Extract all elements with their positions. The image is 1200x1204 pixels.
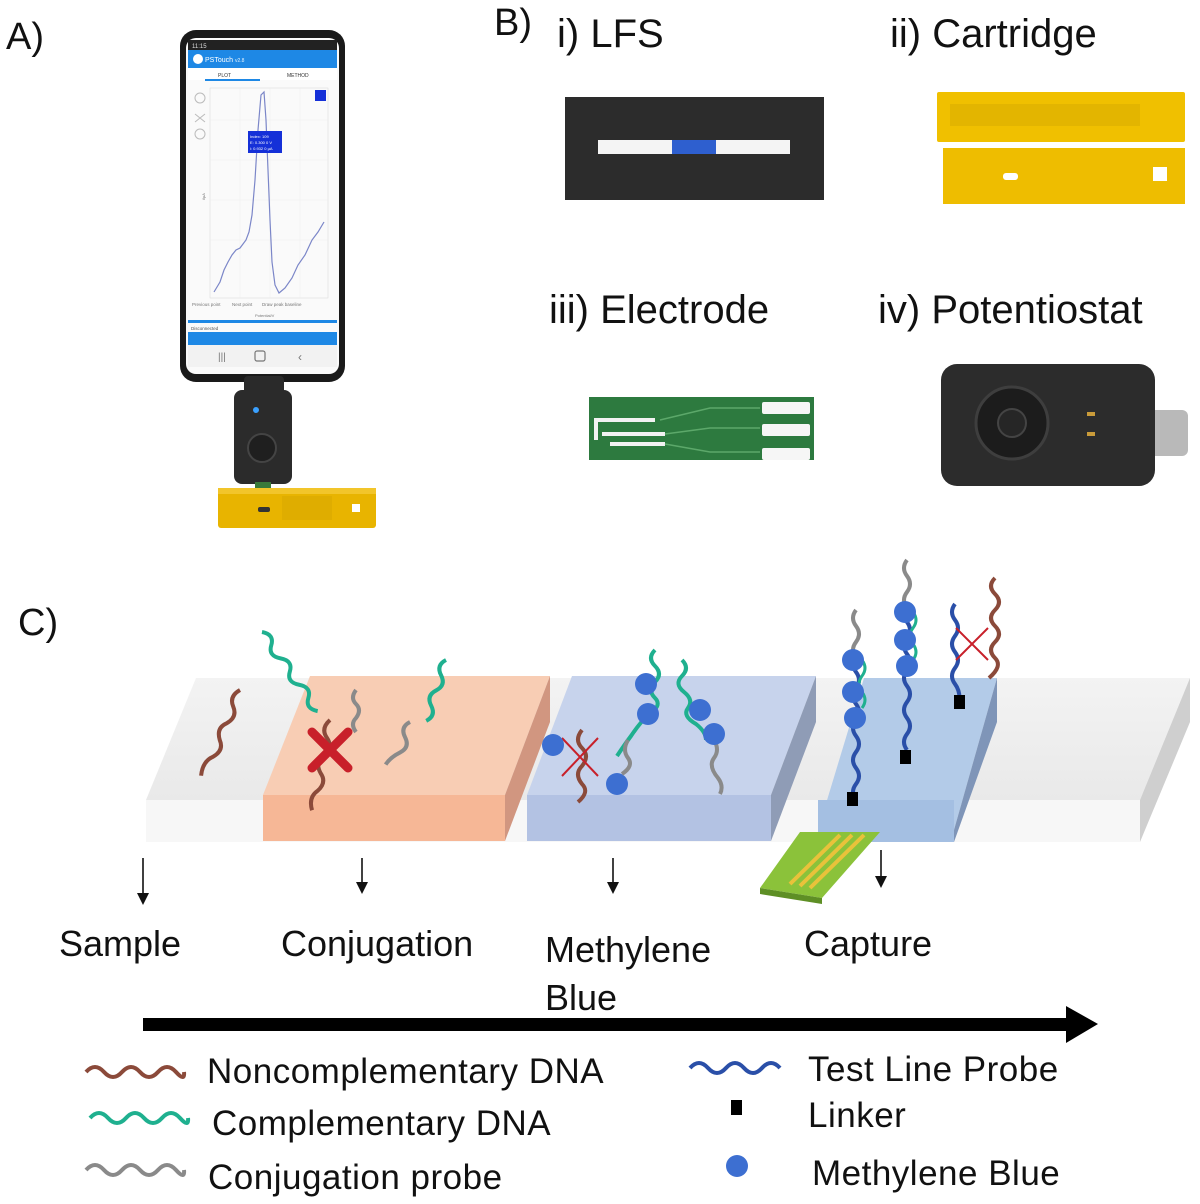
voltammogram-trace	[213, 90, 325, 294]
electrode-title: iii) Electrode	[549, 288, 770, 332]
potentiostat-title: iv) Potentiostat	[878, 288, 1143, 332]
phone-xlabel: Potential/V	[255, 313, 275, 318]
lfs-title: i) LFS	[557, 12, 664, 56]
stage-label-conjugation: Conjugation	[281, 923, 474, 964]
cartridge-title: ii) Cartridge	[890, 12, 1097, 56]
mb-pad-front	[527, 795, 771, 841]
cartridge-photo	[937, 92, 1185, 204]
series-color-swatch	[315, 90, 326, 101]
potentiostat-photo	[941, 364, 1188, 486]
svg-text:E: 0.300 0 V: E: 0.300 0 V	[250, 140, 272, 145]
mb-molecule	[542, 734, 564, 756]
stage-label-sample: Sample	[59, 923, 182, 964]
stage-label-mb: Methylene Blue	[545, 929, 712, 1018]
electrode-photo	[589, 397, 814, 460]
svg-text:Index: 109: Index: 109	[250, 134, 269, 139]
stage-label-capture: Capture	[804, 923, 933, 964]
conjugation-pad-front	[263, 795, 505, 841]
phone-status-time: 11:15	[192, 44, 207, 50]
settings-icon[interactable]	[194, 128, 206, 140]
panel-c-label: C)	[18, 602, 59, 644]
dna-noncomp-mb	[576, 728, 588, 804]
data-tooltip	[248, 131, 282, 153]
strip-end-face	[1140, 678, 1190, 842]
legend-swatch-test-probe	[688, 1061, 782, 1075]
dna-comp-mb-2	[676, 658, 708, 741]
app-name: PSTouch	[205, 57, 233, 64]
panel-b-label: B)	[494, 2, 532, 44]
legend-swatch-linker	[731, 1100, 742, 1115]
legend-swatch-mb	[726, 1155, 748, 1177]
app-version: v2.8	[235, 58, 245, 64]
next-point-button[interactable]: Next point	[232, 302, 253, 307]
legend-label-noncomp: Noncomplementary DNA	[207, 1052, 605, 1091]
dna-comp-mb	[615, 648, 661, 758]
legend-label-test-probe: Test Line Probe	[808, 1050, 1059, 1089]
cross-line-icon	[955, 627, 989, 661]
nav-home-icon[interactable]	[254, 350, 266, 362]
legend-label-mb: Methylene Blue	[812, 1154, 1061, 1193]
connection-status: Disconnected	[191, 326, 219, 331]
nav-back-icon[interactable]: ‹	[298, 350, 302, 364]
cross-icon	[307, 727, 353, 773]
tab-plot[interactable]: PLOT	[218, 73, 231, 79]
legend-label-comp: Complementary DNA	[212, 1104, 552, 1143]
dna-comp-conj	[425, 658, 448, 723]
svg-text:i: 0.932 0 µA: i: 0.932 0 µA	[250, 146, 273, 151]
mb-molecule	[637, 703, 659, 725]
mb-molecule	[703, 723, 725, 745]
legend-label-linker: Linker	[808, 1096, 907, 1135]
connect-bar[interactable]	[188, 332, 337, 345]
tab-method[interactable]: METHOD	[287, 73, 309, 79]
mb-molecule	[689, 699, 711, 721]
zoom-icon[interactable]	[194, 92, 206, 104]
prev-point-button[interactable]: Previous point	[192, 302, 221, 307]
legend-swatch-noncomp	[84, 1065, 187, 1079]
legend-swatch-probe	[84, 1163, 187, 1177]
capture-complex-1	[842, 608, 867, 806]
nav-recents-icon[interactable]: |||	[218, 352, 226, 363]
electrode-sketch	[760, 832, 880, 904]
app-logo-icon	[193, 54, 203, 64]
dna-noncomp-sample	[199, 688, 242, 776]
phone-plot-area	[209, 87, 329, 299]
dna-probe-conj-2	[383, 720, 412, 766]
draw-baseline-button[interactable]: Draw peak baseline	[262, 302, 302, 307]
mb-molecule	[606, 773, 628, 795]
cross-line-icon	[561, 737, 599, 777]
dna-comp-sample	[261, 630, 319, 714]
mb-molecule	[635, 673, 657, 695]
phone-ylabel: i/µA	[201, 193, 206, 200]
capture-complex-3	[950, 576, 1001, 709]
capture-complex-2	[894, 558, 918, 764]
mb-pad-top	[527, 676, 816, 795]
flow-arrow	[143, 1018, 1071, 1031]
lfs-photo	[565, 97, 824, 200]
pan-icon[interactable]	[194, 113, 206, 123]
legend-swatch-comp	[88, 1111, 191, 1125]
conjugation-pad-top	[263, 676, 550, 795]
legend-label-probe: Conjugation probe	[208, 1158, 503, 1197]
dna-probe-conj	[351, 688, 361, 734]
panel-a-label: A)	[6, 16, 44, 58]
